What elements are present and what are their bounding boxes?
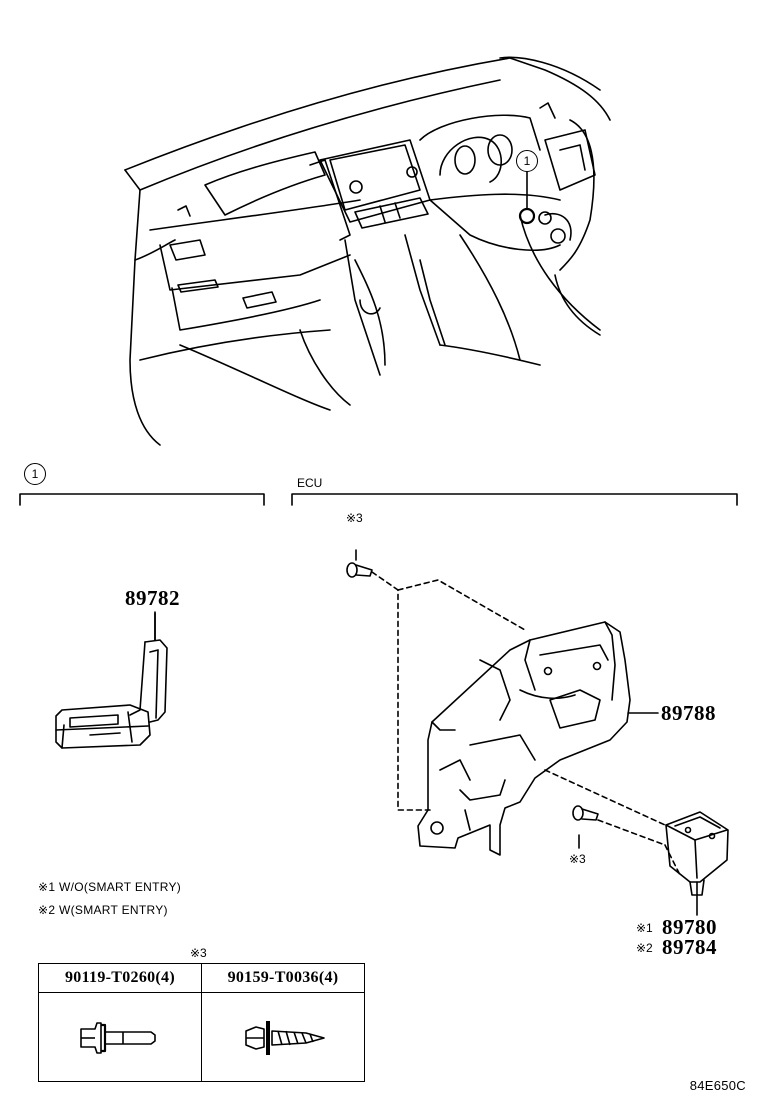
fastener-column-1[interactable]: 90119-T0260(4): [38, 963, 202, 993]
ecu-part-number-1[interactable]: 89780: [662, 915, 717, 939]
top-bolt-drawing: [346, 549, 373, 578]
note-2: ※2 W(SMART ENTRY): [38, 903, 168, 917]
right-section-bracket: [291, 493, 738, 506]
ecu-mark-1: ※1: [636, 921, 653, 935]
left-section-bracket: [19, 493, 265, 506]
callout-number: 1: [523, 154, 531, 168]
ecu-part-drawing: [665, 811, 729, 916]
figure-code: 84E650C: [689, 1078, 746, 1093]
bracket-part-number[interactable]: 89788: [661, 701, 716, 725]
left-section-callout[interactable]: 1: [24, 463, 46, 485]
left-section-number: 1: [31, 467, 39, 481]
dashboard-illustration: [124, 56, 611, 446]
ecu-part-number-2[interactable]: 89784: [662, 935, 717, 959]
fastener-table: 90119-T0260(4) 90159-T0036(4): [38, 963, 365, 1082]
antenna-part-drawing: [55, 612, 168, 749]
antenna-part-number[interactable]: 89782: [125, 586, 180, 610]
fastener-table-mark: ※3: [190, 946, 207, 960]
note-1: ※1 W/O(SMART ENTRY): [38, 880, 182, 894]
callout-circle-overview[interactable]: 1: [516, 150, 538, 172]
top-bolt-mark: ※3: [346, 511, 363, 525]
screw-icon: [245, 1021, 325, 1055]
ecu-section-title: ECU: [297, 476, 323, 490]
ecu-mark-2: ※2: [636, 941, 653, 955]
bolt-icon: [80, 1022, 156, 1054]
fastener-cell-screw: [201, 992, 365, 1082]
fastener-column-2[interactable]: 90159-T0036(4): [201, 963, 365, 993]
assembly-lines: [371, 571, 681, 876]
bottom-bolt-mark: ※3: [569, 852, 586, 866]
bottom-bolt-drawing: [572, 805, 599, 849]
bracket-part-drawing: [417, 621, 659, 856]
fastener-cell-bolt: [38, 992, 202, 1082]
